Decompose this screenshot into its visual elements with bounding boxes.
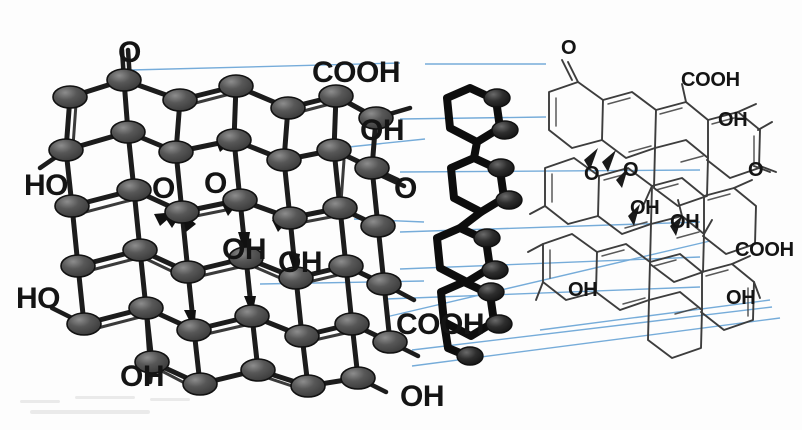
label-oh-mid-b-2d: OH bbox=[670, 211, 699, 233]
connector-line-0 bbox=[130, 62, 401, 71]
label-cooh-right-2d: COOH bbox=[735, 239, 794, 261]
label-oh-bottom: OH bbox=[400, 380, 444, 413]
connector-line-2 bbox=[338, 138, 426, 149]
label-o-ketone-top-2d: O bbox=[561, 37, 576, 59]
label-oh-right-upper: OH bbox=[360, 114, 404, 147]
label-cooh-top-2d: COOH bbox=[681, 69, 740, 91]
ball-and-stick-model bbox=[37, 47, 421, 398]
label-o-right-2d: O bbox=[748, 159, 763, 181]
label-o-epoxide-a-2d: O bbox=[584, 163, 599, 185]
center-ring-column bbox=[433, 84, 523, 366]
label-oh-mid-right: OH bbox=[278, 246, 322, 279]
label-ho-lower-left: HO bbox=[16, 282, 60, 315]
label-oh-mid-a-2d: OH bbox=[630, 197, 659, 219]
atom-spheres bbox=[48, 68, 408, 398]
label-o-right-double: O bbox=[394, 172, 417, 205]
center-atoms bbox=[456, 88, 523, 366]
label-cooh-bottom: COOH bbox=[396, 308, 484, 341]
wedge-bonds-2d bbox=[584, 148, 682, 236]
label-o-epoxide-b-2d: O bbox=[623, 159, 638, 181]
label-oh-upper-2d: OH bbox=[718, 109, 747, 131]
label-ho-upper-left: HO bbox=[24, 169, 68, 202]
connector-line-13 bbox=[539, 299, 771, 331]
label-oh-lower-right-2d: OH bbox=[726, 287, 755, 309]
label-oh-bottom-left: OH bbox=[120, 360, 164, 393]
connector-line-11 bbox=[411, 306, 773, 351]
label-oh-lower-left-2d: OH bbox=[568, 279, 597, 301]
label-cooh-top: COOH bbox=[312, 56, 400, 89]
label-o-epoxide-left: O bbox=[152, 172, 175, 205]
label-o-epoxide-right: O bbox=[204, 167, 227, 200]
model-2d-labels: O COOH OH O O O OH OH COOH OH OH bbox=[561, 37, 794, 309]
skeletal-structure bbox=[527, 59, 777, 359]
scan-artifacts bbox=[20, 396, 190, 414]
label-oh-mid-left: OH bbox=[222, 233, 266, 266]
connector-line-3 bbox=[399, 116, 547, 120]
label-o-ketone-top: O bbox=[118, 36, 141, 69]
